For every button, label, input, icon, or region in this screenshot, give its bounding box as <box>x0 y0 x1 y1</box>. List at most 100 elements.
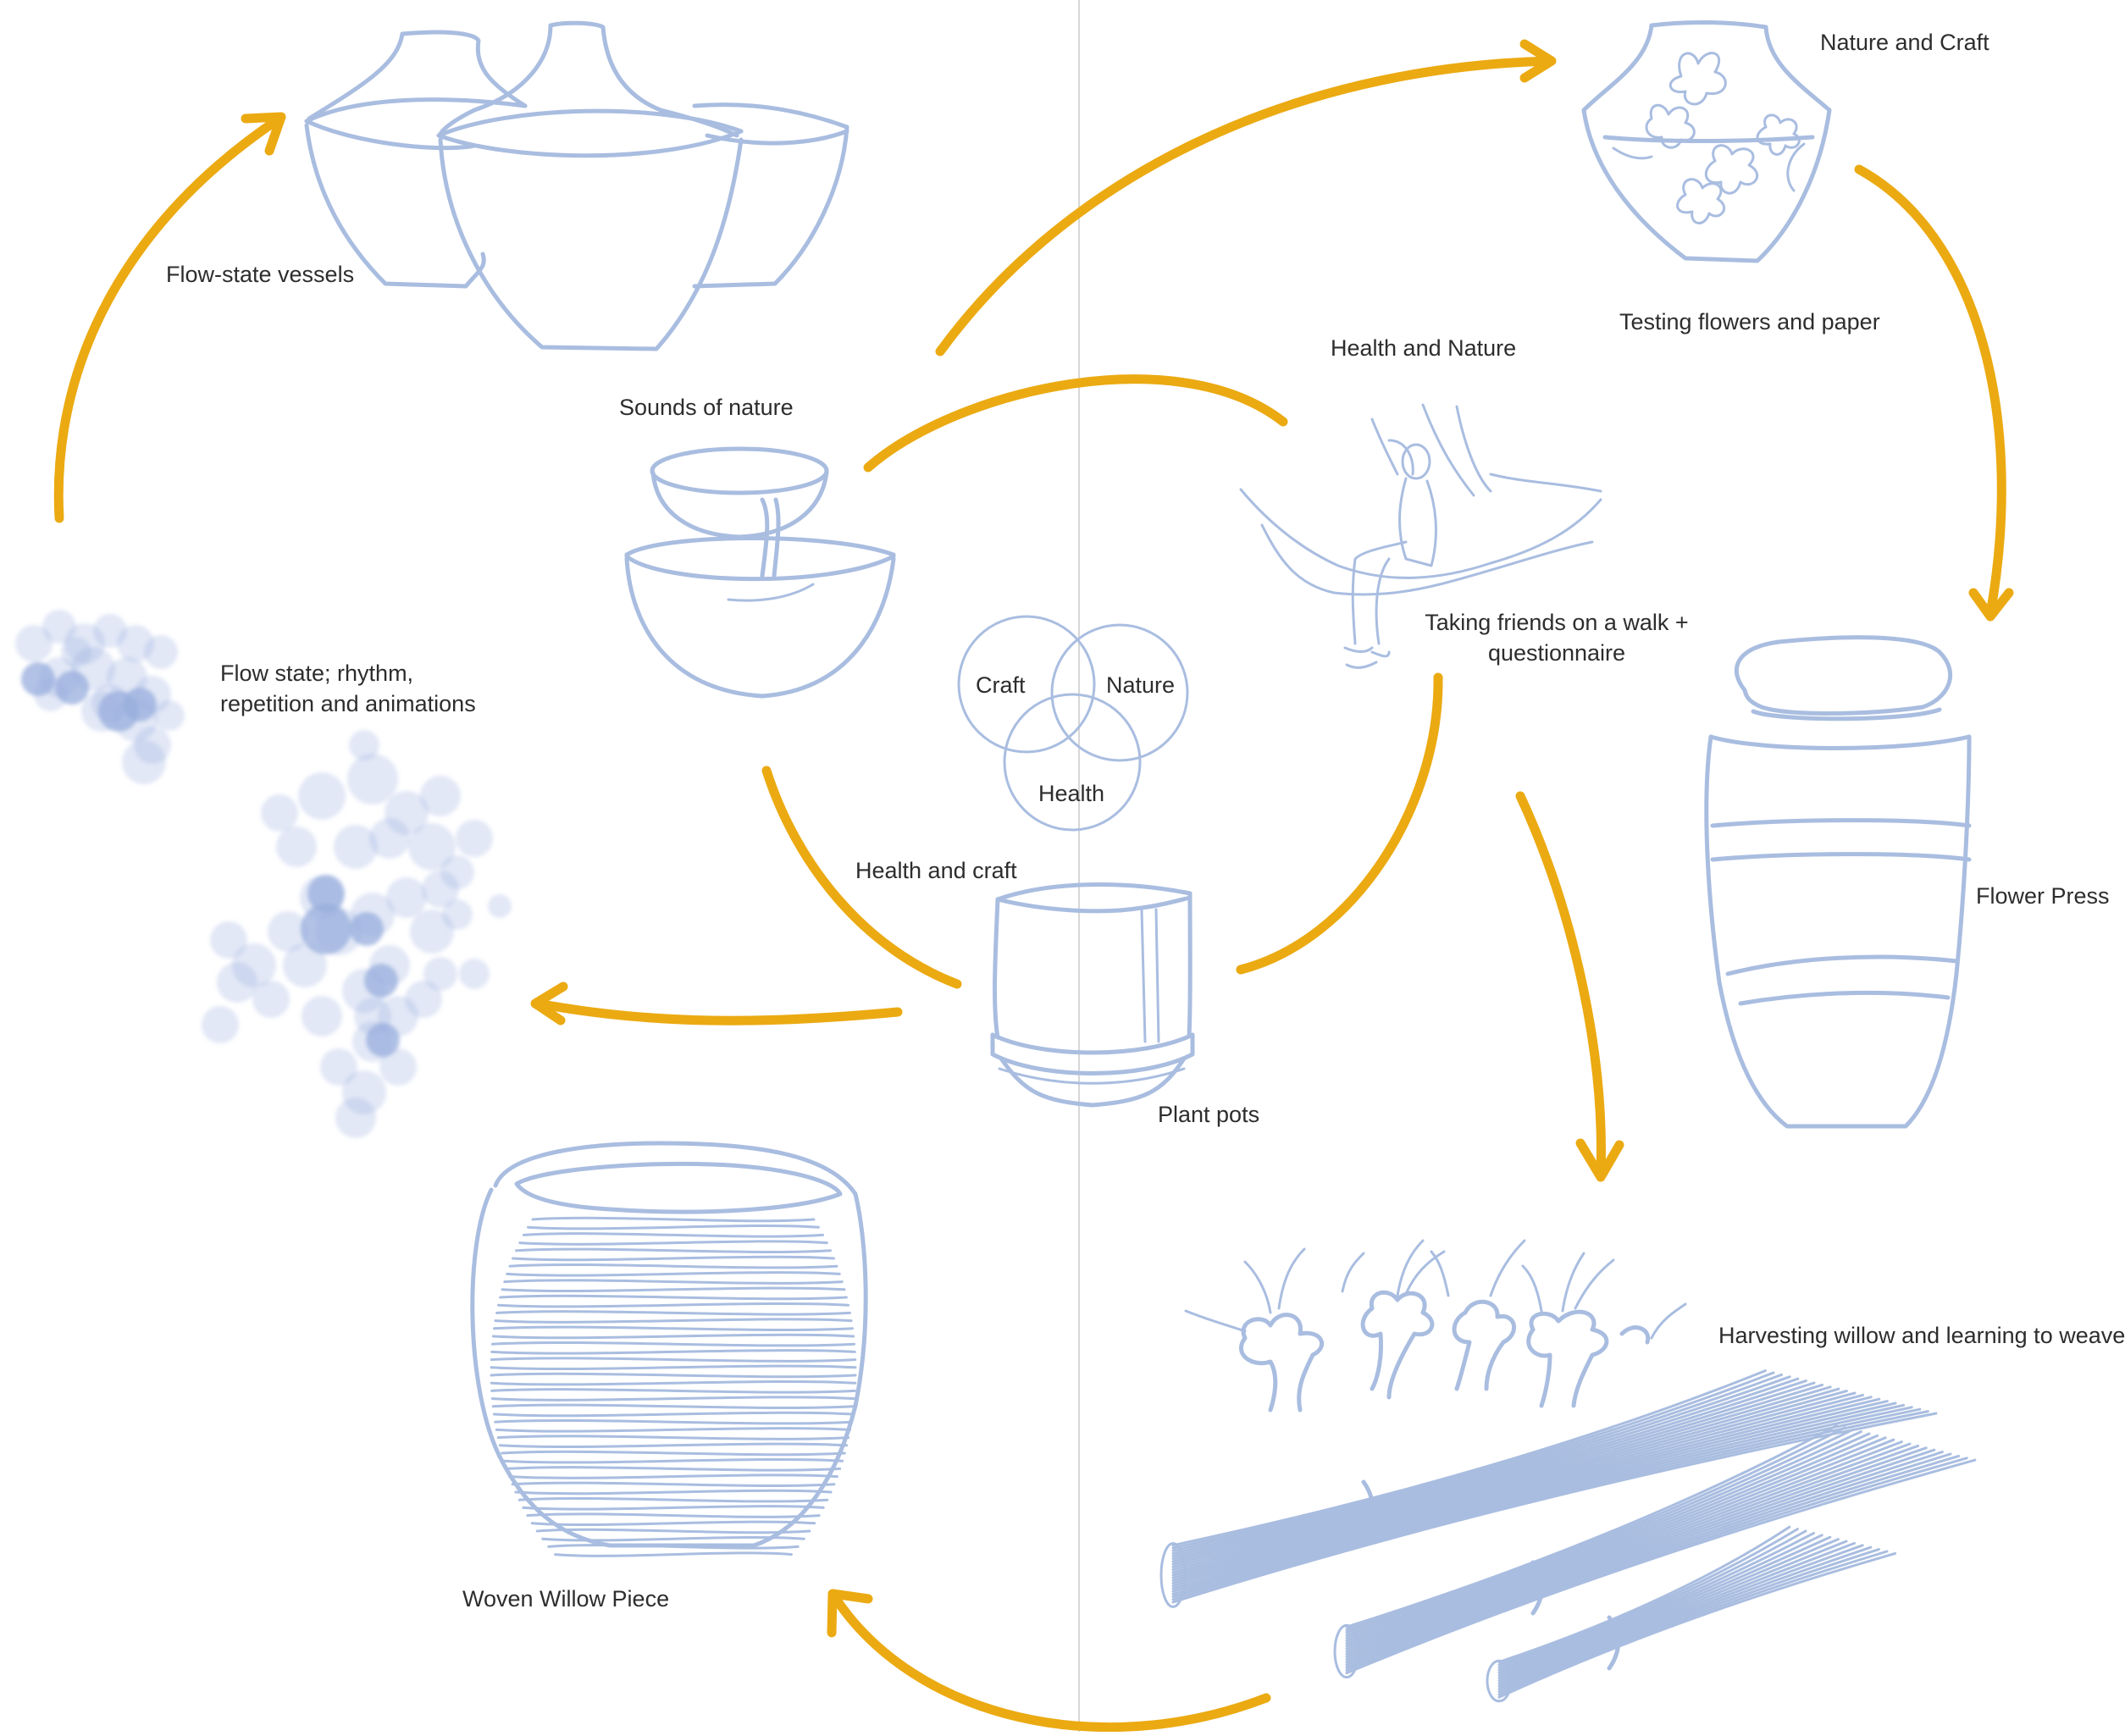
venn-label-craft: Craft <box>976 672 1026 698</box>
arrow-sounds-to-health-nature <box>868 379 1283 467</box>
flow-bubble <box>276 827 317 867</box>
flow-bubble-dark <box>366 1023 400 1057</box>
basket-weave-stroke <box>496 1429 849 1431</box>
basket-weave-stroke <box>495 1420 851 1423</box>
basket-weave-stroke <box>528 1225 819 1228</box>
basket-weave-stroke <box>495 1327 853 1330</box>
arrow-bubbles-to-vessels <box>58 119 279 518</box>
basket-weave-stroke <box>492 1397 854 1400</box>
basket-weave-stroke <box>492 1390 855 1392</box>
basket-weave-stroke <box>532 1522 814 1524</box>
basket-weave-stroke <box>504 1459 842 1462</box>
flow-state-vessels-sketch <box>307 23 847 349</box>
basket-weave-stroke <box>506 1468 839 1470</box>
flow-bubble <box>420 776 461 816</box>
label-health-and-nature: Health and Nature <box>1331 333 1516 363</box>
flow-bubble <box>217 962 257 1003</box>
basket-weave-stroke <box>516 1490 831 1493</box>
basket-weave-stroke <box>549 1545 798 1548</box>
label-plant-pots: Plant pots <box>1158 1099 1259 1130</box>
flow-bubble <box>386 877 427 918</box>
basket-weave-stroke <box>520 1241 827 1244</box>
flow-bubble <box>440 855 474 889</box>
basket-weave-stroke <box>495 1319 851 1322</box>
basket-weave-stroke <box>492 1351 855 1353</box>
flow-bubble <box>456 820 493 857</box>
basket-weave-stroke <box>523 1507 823 1509</box>
flow-bubble <box>261 794 298 832</box>
flow-arrows <box>58 44 2009 1728</box>
flow-bubble-dark <box>307 875 345 912</box>
willow-bundles-sketch <box>1161 1371 1975 1701</box>
nature-and-craft-vase-sketch <box>1584 22 1829 261</box>
arrow-willow-to-basket <box>834 1596 1266 1728</box>
basket-weave-stroke <box>556 1553 792 1556</box>
basket-weave-stroke <box>498 1303 848 1306</box>
flow-bubble <box>252 981 290 1018</box>
flow-bubble <box>302 996 342 1037</box>
flow-bubble <box>423 957 457 991</box>
venn-circle-health <box>1004 694 1140 830</box>
basket-weave-stroke <box>493 1335 853 1337</box>
willow-rod <box>1173 1391 1846 1573</box>
arrow-pot-to-bubbles <box>538 1003 898 1020</box>
label-health-and-craft: Health and craft <box>855 855 1017 886</box>
basket-weave-stroke <box>502 1288 844 1291</box>
flow-bubble-dark <box>364 964 398 998</box>
basket-weave-stroke <box>491 1381 855 1384</box>
basket-weave-stroke <box>500 1444 846 1446</box>
basket-weave-stroke <box>510 1264 837 1267</box>
basket-weave-stroke <box>507 1273 840 1275</box>
label-taking-friends: Taking friends on a walk + questionnaire <box>1396 607 1718 668</box>
basket-weave-stroke <box>493 1405 854 1407</box>
label-sounds-of-nature: Sounds of nature <box>619 392 794 423</box>
basket-weave-stroke <box>523 1234 822 1236</box>
flow-bubble <box>334 825 378 869</box>
basket-weave-stroke <box>491 1366 855 1368</box>
basket-weave-stroke <box>533 1218 814 1220</box>
basket-weave-stroke <box>517 1249 831 1252</box>
flow-bubble-dark <box>21 662 55 696</box>
label-woven-willow: Woven Willow Piece <box>462 1584 669 1614</box>
basket-weave-stroke <box>494 1413 852 1415</box>
basket-weave-stroke <box>537 1529 810 1532</box>
flow-bubble <box>122 740 166 784</box>
venn-label-health: Health <box>1038 781 1104 806</box>
flow-bubble <box>335 1097 376 1138</box>
arrow-walk-to-willow <box>1520 796 1601 1173</box>
flow-bubble <box>459 959 490 989</box>
label-flow-state-rhythm: Flow state; rhythm, repetition and anima… <box>220 658 525 719</box>
basket-weave-stroke <box>501 1296 847 1298</box>
willow-stumps-sketch <box>1186 1241 1685 1410</box>
label-nature-and-craft: Nature and Craft <box>1820 27 1989 58</box>
basket-weave-stroke <box>519 1498 827 1501</box>
sounds-of-nature-sketch <box>627 449 894 696</box>
flow-bubble <box>298 772 346 820</box>
flow-bubble <box>210 921 247 959</box>
flower-press-sketch <box>1707 638 1969 1126</box>
plant-pot-sketch <box>993 885 1193 1105</box>
arrow-to-nature-and-craft <box>940 61 1550 351</box>
basket-weave-stroke <box>491 1358 855 1361</box>
flow-bubble <box>154 700 185 731</box>
label-harvesting-willow: Harvesting willow and learning to weave <box>1718 1320 2125 1351</box>
basket-weave-stroke <box>491 1374 855 1376</box>
label-testing-flowers: Testing flowers and paper <box>1619 307 1880 337</box>
flow-bubble <box>320 1048 357 1086</box>
flow-bubble-dark <box>123 688 157 721</box>
label-flower-press: Flower Press <box>1976 881 2110 911</box>
basket-weave-stroke <box>502 1451 845 1454</box>
flow-bubble <box>442 899 473 930</box>
arrow-walk-to-pots <box>1241 677 1438 970</box>
basket-weave-stroke <box>512 1483 834 1485</box>
flow-bubble <box>488 894 512 918</box>
basket-weave-stroke <box>528 1514 819 1517</box>
flow-bubble <box>347 754 398 804</box>
basket-weave-stroke <box>492 1342 854 1345</box>
flow-bubble <box>349 730 379 760</box>
basket-weave-stroke <box>505 1280 842 1283</box>
basket-weave-stroke <box>513 1257 834 1259</box>
flow-bubble <box>144 635 178 669</box>
arrow-vase-to-flower-press <box>1859 169 2001 614</box>
